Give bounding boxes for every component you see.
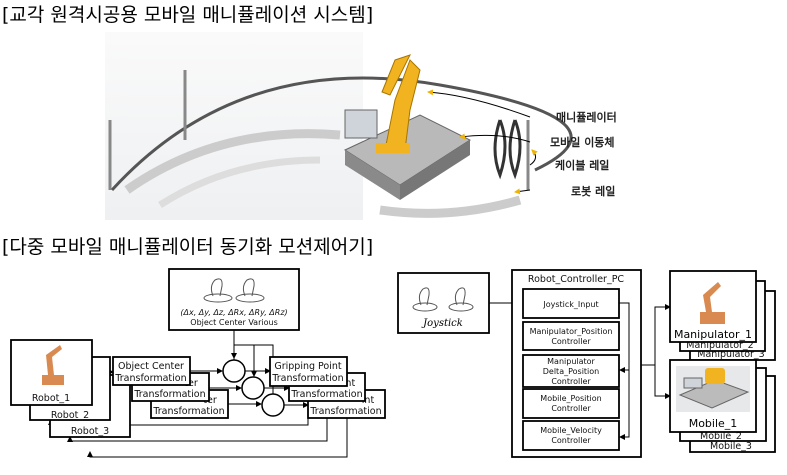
module-label: Manipulator: [547, 357, 595, 366]
gpt-3-label: Transformation: [309, 406, 381, 417]
gpt-2-partial: int: [343, 378, 356, 389]
module-label: Mobile_Velocity: [540, 426, 602, 435]
module-mobile-position: [522, 388, 620, 419]
gpt-3-partial: int: [362, 395, 375, 406]
mobile-1-label: Mobile_1: [689, 417, 738, 430]
module-label: Delta_Position: [543, 367, 600, 376]
robot-2-label: Robot_2: [51, 410, 89, 421]
controller-architecture-diagram: Joystick Robot_Controller_PC Joystick_In…: [397, 269, 776, 458]
joystick-delta-formula: (Δx, Δy, Δz, ΔRx, ΔRy, ΔRz): [180, 308, 287, 317]
controller-title: Robot_Controller_PC: [528, 274, 625, 285]
module-label: Controller: [551, 436, 591, 445]
manipulator-2-label: Manipulator_2: [686, 340, 753, 351]
gpt-2-label: Transformation: [290, 389, 362, 400]
manipulator-1-label: Manipulator_1: [674, 328, 752, 341]
callout-manipulator: 매니퓰레이터: [556, 110, 617, 124]
callout-robot-rail: 로봇 레일: [571, 184, 615, 198]
module-label: Mobile_Position: [540, 394, 601, 403]
joystick-label: Joystick: [421, 318, 463, 329]
joystick-icon: [203, 278, 265, 303]
module-label: Joystick_Input: [542, 300, 598, 309]
section2-title: [다중 모바일 매니퓰레이터 동기화 모션제어기]: [2, 236, 373, 258]
sum-junction-3: [261, 393, 285, 417]
module-manipulator-position: [522, 321, 620, 351]
oct-2-partial: ter: [184, 378, 198, 389]
module-manipulator-delta: [522, 354, 620, 388]
robot-arm-icon: [42, 345, 64, 385]
joystick-icon: [412, 287, 474, 312]
section1-title: [교각 원격시공용 모바일 매니퓰레이션 시스템]: [2, 4, 373, 26]
oct-3-label: Transformation: [152, 406, 224, 417]
callout-cable-rail: 케이블 레일: [555, 158, 609, 172]
module-joystick-input: [522, 288, 620, 319]
mobile-2-label: Mobile_2: [700, 431, 742, 442]
oct-2-label: Transformation: [133, 389, 205, 400]
robot-arm-icon: [700, 282, 725, 324]
module-label: Controller: [551, 377, 591, 386]
sum-junction-2: [241, 376, 265, 400]
module-label: Manipulator_Position: [530, 327, 613, 336]
gpt-1-line2: Transformation: [271, 373, 343, 384]
module-label: Controller: [551, 404, 591, 413]
callout-mobile-platform: 모바일 이동체: [550, 135, 615, 149]
mobile-3-label: Mobile_3: [710, 441, 752, 452]
oct-1-line2: Transformation: [114, 373, 186, 384]
sync-control-diagram: (Δx, Δy, Δz, ΔRx, ΔRy, ΔRz) Object Cente…: [10, 268, 386, 458]
gpt-1-line1: Gripping Point: [274, 361, 342, 372]
mobile-platform-image: [676, 366, 750, 412]
photo-callouts: 매니퓰레이터 모바일 이동체 케이블 레일 로봇 레일: [427, 89, 617, 198]
robot-1-label: Robot_1: [32, 393, 70, 404]
oct-1-line1: Object Center: [118, 361, 184, 372]
sum-junction-1: [222, 359, 246, 383]
mobile-manipulator-photo: [105, 32, 573, 220]
joystick-caption: Object Center Various: [190, 318, 277, 327]
robot-3-label: Robot_3: [71, 426, 109, 437]
oct-3-partial: ter: [203, 395, 217, 406]
manipulator-3-label: Manipulator_3: [697, 349, 764, 360]
module-label: Controller: [551, 337, 591, 346]
